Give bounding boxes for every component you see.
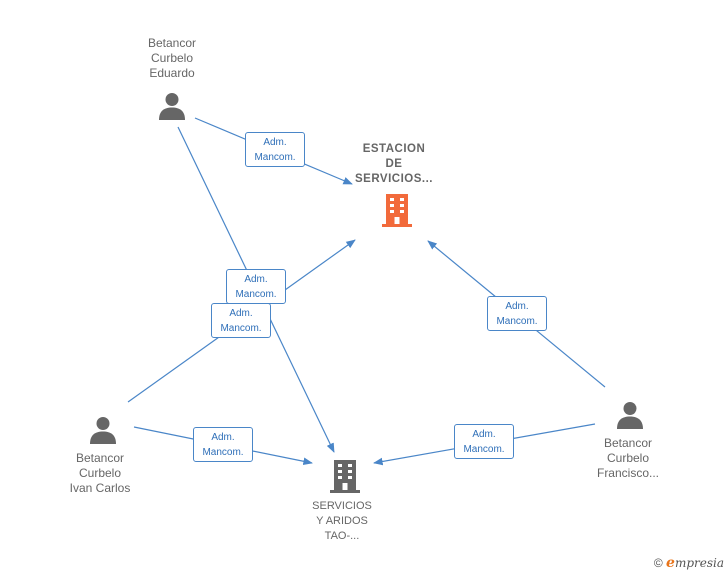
person-icon-francisco[interactable] [615,400,645,430]
brand-logo: © empresia [654,555,724,571]
person-label-francisco[interactable]: Betancor Curbelo Francisco... [596,436,659,480]
person-label-ivan[interactable]: Betancor Curbelo Ivan Carlos [69,451,131,495]
building-icon-servicios[interactable] [328,459,362,493]
edge-label-eduardo-estacion[interactable]: Adm.Mancom. [245,132,305,167]
person-label-eduardo[interactable]: Betancor Curbelo Eduardo [147,36,197,80]
edge-label-ivan-estacion[interactable]: Adm.Mancom. [211,303,271,338]
person-icon-eduardo[interactable] [157,91,187,121]
edge-label-ivan-servicios[interactable]: Adm.Mancom. [193,427,253,462]
brand-logo-text: mpresia [674,556,724,570]
company-label-servicios[interactable]: SERVICIOS Y ARIDOS TAO-... [312,500,372,542]
company-label-estacion[interactable]: ESTACION DE SERVICIOS... [354,143,433,185]
edge-label-francisco-estacion[interactable]: Adm.Mancom. [487,296,547,331]
edge-label-francisco-servicios[interactable]: Adm.Mancom. [454,424,514,459]
edge-label-eduardo-servicios[interactable]: Adm.Mancom. [226,269,286,304]
building-icon-estacion[interactable] [380,193,414,227]
person-icon-ivan[interactable] [88,415,118,445]
copyright-symbol: © [653,556,663,570]
brand-logo-e: e [666,555,675,571]
